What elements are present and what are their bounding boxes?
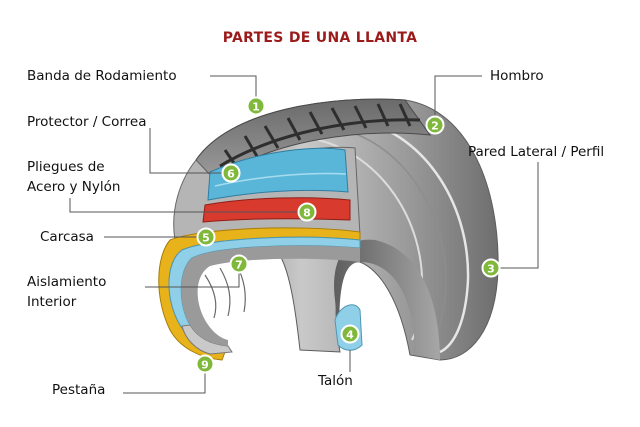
marker-1: 1: [246, 96, 266, 116]
inner-cavity: [181, 245, 360, 346]
leader-line-9: [123, 364, 206, 394]
label-pliegues-acero-nylon: Pliegues de Acero y Nylón: [27, 157, 120, 197]
label-talon: Talón: [318, 373, 353, 389]
svg-text:2: 2: [431, 120, 439, 133]
marker-8: 8: [297, 202, 317, 222]
svg-text:3: 3: [487, 263, 495, 276]
label-aislamiento-line-2: Interior: [27, 294, 77, 310]
label-hombro: Hombro: [490, 68, 544, 84]
belt-layer: [207, 147, 349, 201]
label-pliegues-line-1: Pliegues de: [27, 159, 105, 175]
svg-text:9: 9: [201, 359, 209, 372]
label-carcasa: Carcasa: [40, 229, 94, 245]
leader-line-8: [69, 198, 306, 213]
label-banda-de-rodamiento: Banda de Rodamiento: [27, 68, 177, 84]
label-pestana: Pestaña: [52, 382, 106, 398]
leader-line-6: [149, 128, 231, 174]
marker-3: 3: [481, 258, 501, 278]
label-aislamiento-line-1: Aislamiento: [27, 274, 107, 290]
marker-9: 9: [195, 354, 215, 374]
tread-surface: [195, 98, 432, 181]
label-aislamiento-interior: Aislamiento Interior: [27, 272, 106, 312]
sidewall-ring: [354, 118, 470, 354]
svg-text:5: 5: [202, 232, 210, 245]
svg-text:1: 1: [252, 101, 260, 114]
leader-line-2: [434, 75, 482, 124]
tread-grooves: [219, 103, 421, 173]
svg-text:7: 7: [235, 259, 243, 272]
diagram-title: PARTES DE UNA LLANTA: [222, 30, 418, 46]
marker-2: 2: [425, 115, 445, 135]
marker-6: 6: [221, 163, 241, 183]
marker-4: 4: [340, 324, 360, 344]
leader-line-3: [492, 162, 539, 269]
marker-5: 5: [196, 227, 216, 247]
leader-lines: [69, 75, 539, 394]
inner-bore: [334, 239, 440, 360]
label-pliegues-line-2: Acero y Nylón: [27, 179, 121, 195]
marker-7: 7: [229, 254, 249, 274]
svg-text:6: 6: [227, 168, 235, 181]
label-pared-lateral: Pared Lateral / Perfil: [468, 144, 605, 160]
leader-line-1: [210, 75, 257, 104]
svg-text:8: 8: [303, 207, 311, 220]
label-protector-correa: Protector / Correa: [27, 114, 147, 130]
svg-text:4: 4: [346, 329, 354, 342]
